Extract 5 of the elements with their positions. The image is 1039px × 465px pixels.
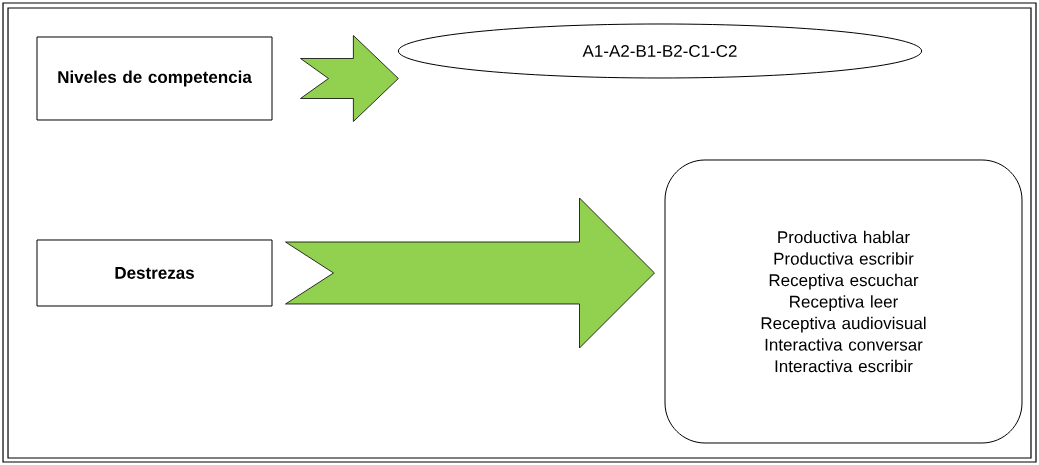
- rounded-box: Productiva hablar Productiva escribir Receptiva escuchar Receptiva leer Receptiva audiovisual Interactiva conversar Interactiva escribir: [664, 159, 1023, 444]
- process-box: Destrezas: [36, 239, 273, 307]
- block-arrow: [285, 197, 655, 349]
- process-box: Niveles de competencia: [36, 36, 273, 121]
- block-arrow: [300, 35, 399, 122]
